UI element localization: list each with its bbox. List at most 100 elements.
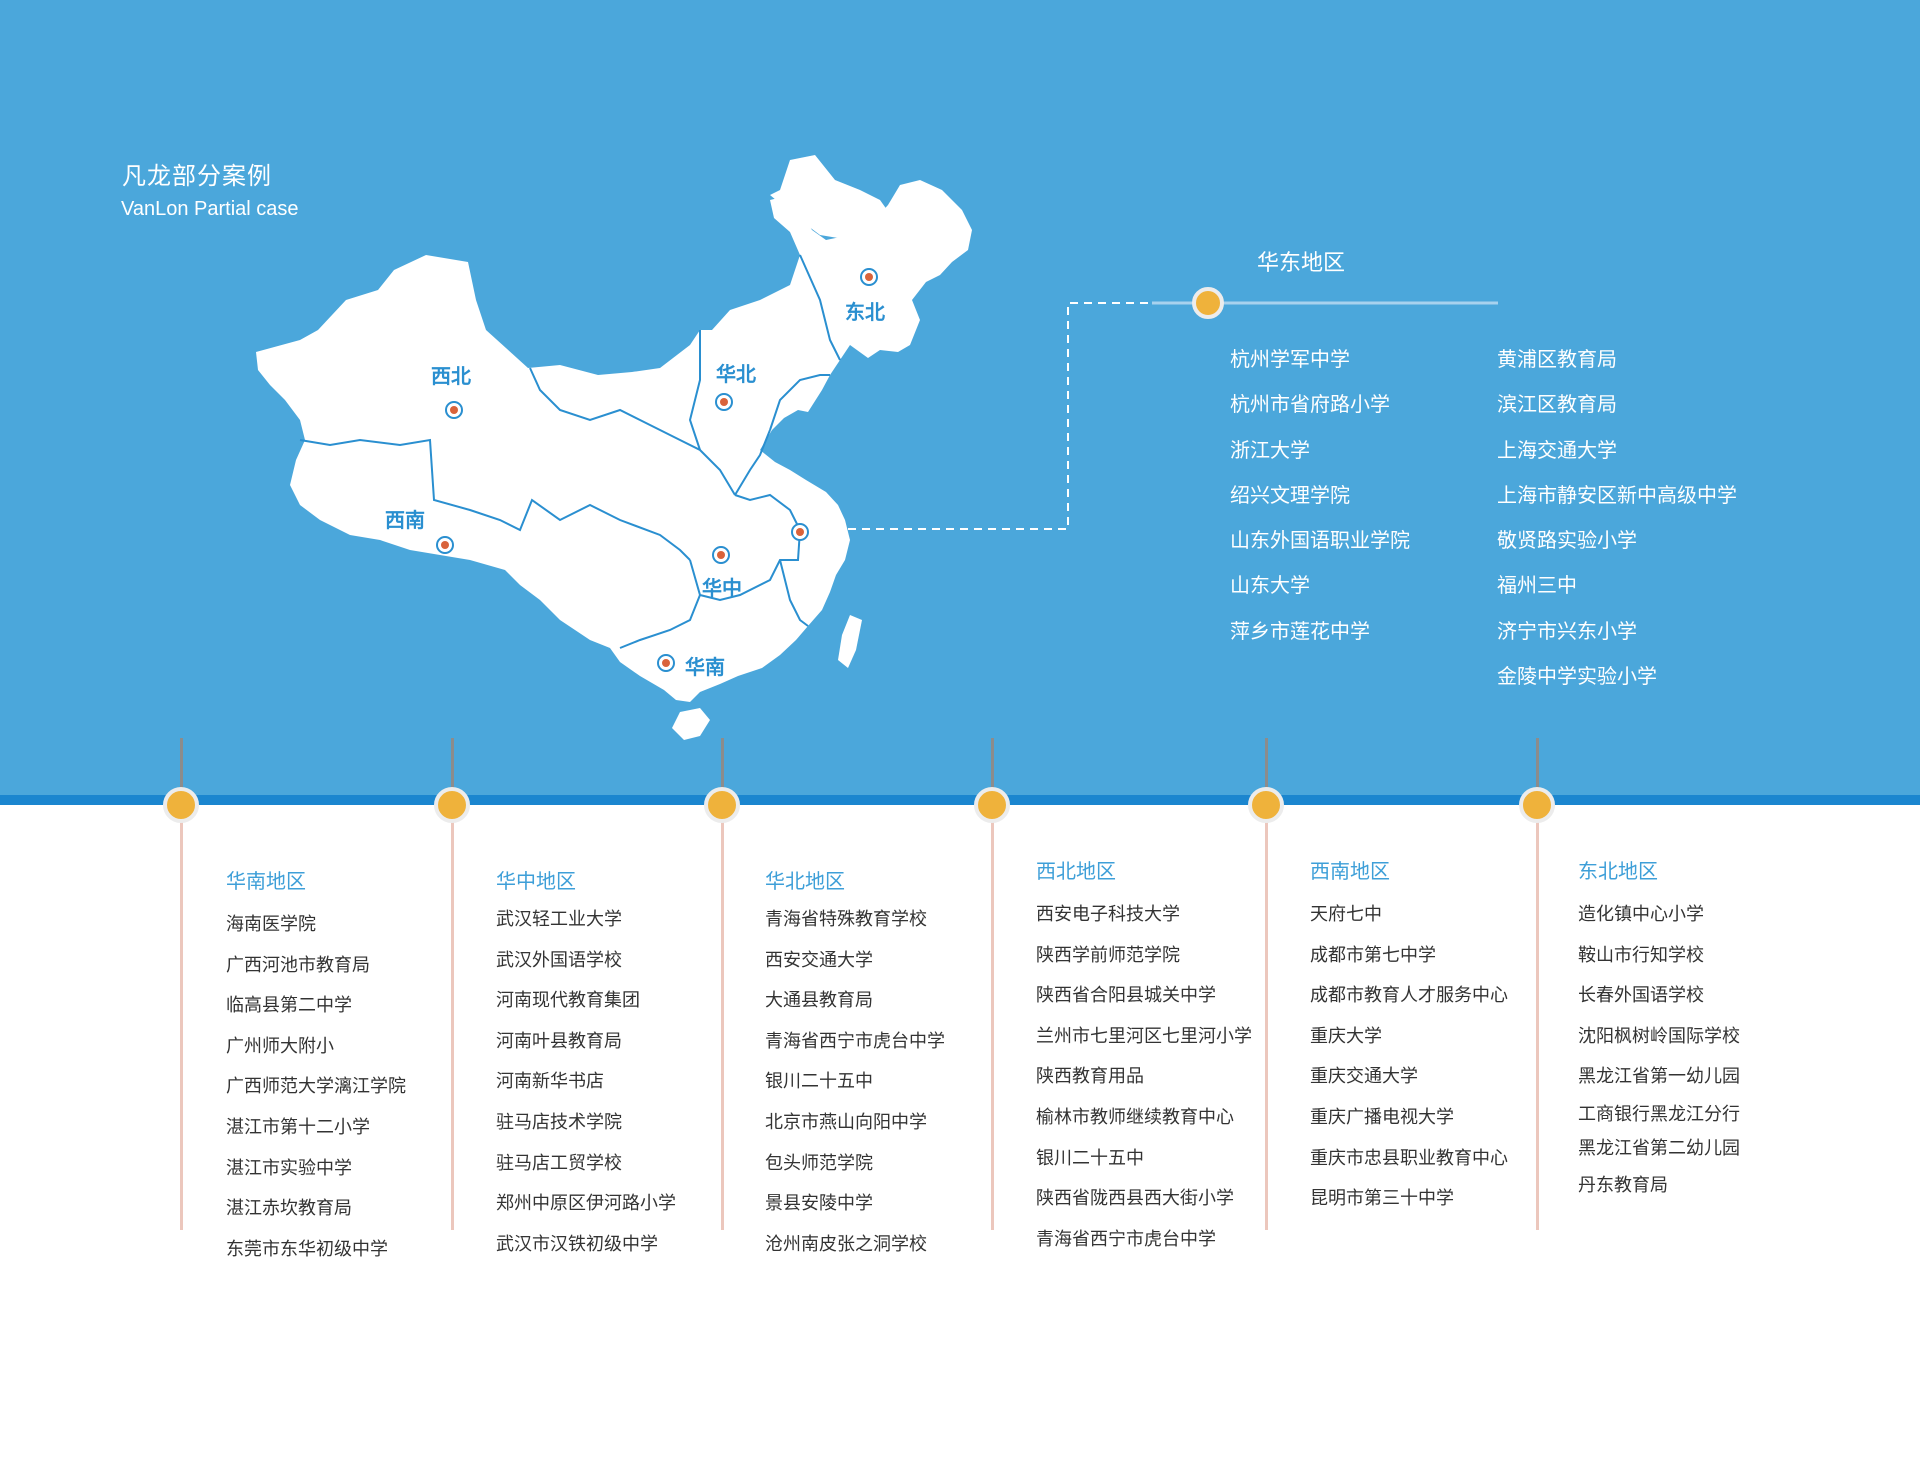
- list-item: 沧州南皮张之洞学校: [765, 1233, 927, 1255]
- list-item: 北京市燕山向阳中学: [765, 1111, 927, 1133]
- central-region-title: 华中地区: [496, 869, 576, 893]
- list-item: 湛江市第十二小学: [226, 1116, 370, 1138]
- list-item: 西安交通大学: [765, 949, 873, 971]
- hainan-shape: [672, 708, 710, 740]
- list-item: 东莞市东华初级中学: [226, 1238, 388, 1260]
- timeline-line-top: [451, 738, 454, 800]
- list-item: 海南医学院: [226, 914, 316, 935]
- east-list-right: 黄浦区教育局 滨江区教育局 上海交通大学 上海市静安区新中高级中学 敬贤路实验小…: [1497, 337, 1737, 699]
- list-item: 丹东教育局: [1578, 1174, 1668, 1196]
- list-item: 陕西省合阳县城关中学: [1036, 985, 1216, 1007]
- list-item: 重庆市忠县职业教育中心: [1310, 1147, 1508, 1169]
- map-label-southwest: 西南: [385, 508, 425, 532]
- map-label-north: 华北: [716, 362, 756, 386]
- list-item: 湛江赤坎教育局: [226, 1198, 352, 1220]
- list-item: 临高县第二中学: [226, 995, 352, 1017]
- map-label-northeast: 东北: [845, 300, 885, 324]
- list-item: 浙江大学: [1230, 437, 1310, 462]
- china-mainland-shape: [256, 180, 972, 702]
- list-item: 陕西省陇西县西大街小学: [1036, 1188, 1234, 1210]
- list-item: 上海交通大学: [1497, 437, 1617, 462]
- list-item: 武汉轻工业大学: [496, 909, 622, 930]
- list-item: 上海市静安区新中高级中学: [1497, 482, 1737, 507]
- list-item: 造化镇中心小学: [1578, 904, 1704, 925]
- timeline-line-bottom: [180, 810, 183, 1230]
- list-item: 萍乡市莲花中学: [1230, 618, 1370, 643]
- list-item: 天府七中: [1310, 904, 1382, 925]
- northeast-region-list: 造化镇中心小学 鞍山市行知学校 长春外国语学校 沈阳枫树岭国际学校 黑龙江省第一…: [1578, 895, 1740, 1207]
- list-item: 银川二十五中: [765, 1071, 873, 1093]
- map-label-south: 华南: [685, 655, 725, 679]
- list-item: 驻马店技术学院: [496, 1111, 622, 1133]
- list-item: 鞍山市行知学校: [1578, 944, 1704, 966]
- timeline-dot: [974, 787, 1010, 823]
- east-region-title: 华东地区: [1257, 251, 1346, 276]
- southwest-region-list: 天府七中 成都市第七中学 成都市教育人才服务中心 重庆大学 重庆交通大学 重庆广…: [1310, 895, 1508, 1220]
- list-item: 重庆大学: [1310, 1025, 1382, 1047]
- list-item: 大通县教育局: [765, 990, 873, 1012]
- list-item: 广州师大附小: [226, 1035, 334, 1057]
- list-item: 西安电子科技大学: [1036, 904, 1180, 925]
- list-item: 济宁市兴东小学: [1497, 618, 1637, 643]
- list-item: 广西师范大学漓江学院: [226, 1076, 406, 1098]
- list-item: 重庆广播电视大学: [1310, 1106, 1454, 1128]
- northeast-region-title: 东北地区: [1578, 859, 1658, 883]
- list-item: 郑州中原区伊河路小学: [496, 1193, 676, 1215]
- timeline-dot: [163, 787, 199, 823]
- page-title: 凡龙部分案例: [122, 162, 272, 190]
- list-item: 山东大学: [1230, 573, 1310, 598]
- list-item: 青海省西宁市虎台中学: [1036, 1228, 1216, 1250]
- page-subtitle: VanLon Partial case: [121, 198, 299, 220]
- list-item: 银川二十五中: [1036, 1147, 1144, 1169]
- timeline-line-top: [1536, 738, 1539, 800]
- list-item: 绍兴文理学院: [1230, 482, 1350, 507]
- list-item: 成都市第七中学: [1310, 944, 1436, 966]
- south-region-list: 海南医学院 广西河池市教育局 临高县第二中学 广州师大附小 广西师范大学漓江学院…: [226, 905, 406, 1270]
- list-item: 沈阳枫树岭国际学校: [1578, 1025, 1740, 1047]
- timeline-line-top: [991, 738, 994, 800]
- timeline-dot: [434, 787, 470, 823]
- central-region-list: 武汉轻工业大学 武汉外国语学校 河南现代教育集团 河南叶县教育局 河南新华书店 …: [496, 900, 676, 1265]
- timeline-line-bottom: [991, 810, 994, 1230]
- list-item: 杭州学军中学: [1230, 347, 1350, 371]
- list-item: 青海省西宁市虎台中学: [765, 1030, 945, 1052]
- northwest-region-list: 西安电子科技大学 陕西学前师范学院 陕西省合阳县城关中学 兰州市七里河区七里河小…: [1036, 895, 1252, 1260]
- list-item: 昆明市第三十中学: [1310, 1188, 1454, 1210]
- southwest-region-title: 西南地区: [1310, 859, 1390, 883]
- region-markers: [436, 268, 878, 672]
- list-item: 黄浦区教育局: [1497, 347, 1617, 371]
- list-item: 武汉市汉铁初级中学: [496, 1233, 658, 1255]
- list-item: 敬贤路实验小学: [1497, 528, 1637, 553]
- list-item: 滨江区教育局: [1497, 392, 1617, 417]
- list-item: 杭州市省府路小学: [1230, 392, 1390, 417]
- list-item: 重庆交通大学: [1310, 1066, 1418, 1088]
- china-map: [256, 155, 1498, 740]
- list-item: 广西河池市教育局: [226, 954, 370, 976]
- list-item: 陕西学前师范学院: [1036, 944, 1180, 966]
- northwest-region-title: 西北地区: [1036, 859, 1116, 883]
- divider-band: [0, 795, 1920, 805]
- list-item: 工商银行黑龙江分行: [1578, 1103, 1740, 1125]
- timeline-dot: [704, 787, 740, 823]
- list-item: 河南现代教育集团: [496, 990, 640, 1012]
- list-item: 河南叶县教育局: [496, 1030, 622, 1052]
- timeline-line-bottom: [451, 810, 454, 1230]
- list-item: 湛江市实验中学: [226, 1157, 352, 1179]
- map-label-central: 华中: [702, 576, 742, 600]
- list-item: 兰州市七里河区七里河小学: [1036, 1025, 1252, 1047]
- timeline-line-bottom: [1265, 810, 1268, 1230]
- list-item: 武汉外国语学校: [496, 949, 622, 971]
- region-borders: [299, 254, 841, 649]
- east-dot: [1192, 287, 1224, 319]
- timeline-line-bottom: [721, 810, 724, 1230]
- list-item: 景县安陵中学: [765, 1193, 873, 1215]
- map-label-northwest: 西北: [431, 364, 471, 388]
- list-item: 山东外国语职业学院: [1230, 528, 1410, 553]
- timeline-dot: [1519, 787, 1555, 823]
- list-item: 驻马店工贸学校: [496, 1152, 622, 1174]
- list-item: 河南新华书店: [496, 1071, 604, 1093]
- north-region-title: 华北地区: [765, 869, 845, 893]
- list-item: 金陵中学实验小学: [1497, 664, 1657, 689]
- timeline-line-top: [721, 738, 724, 800]
- timeline-line-top: [1265, 738, 1268, 800]
